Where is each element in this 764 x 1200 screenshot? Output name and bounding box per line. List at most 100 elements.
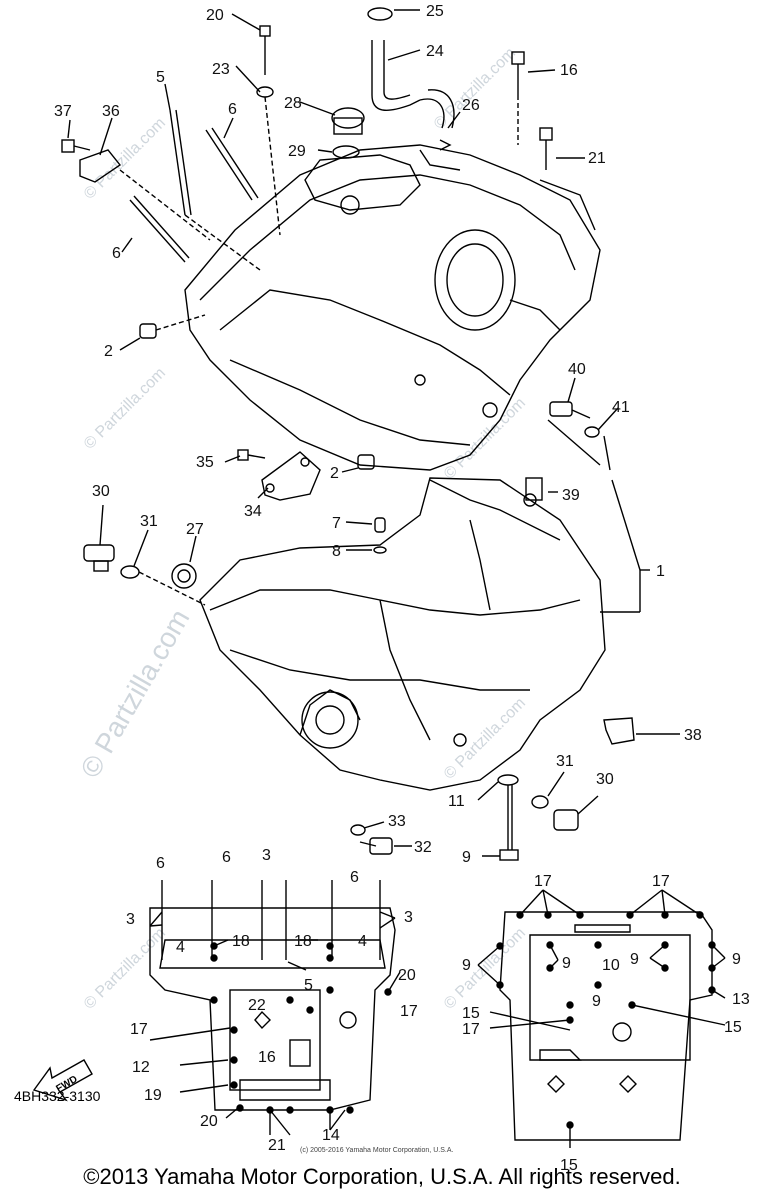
dowel-pin-2b <box>357 454 375 470</box>
callout-27: 27 <box>186 521 204 538</box>
callout-30: 30 <box>92 483 110 500</box>
callout-labels: 20 23 25 24 26 28 29 16 21 5 6 6 37 36 2… <box>54 3 750 1174</box>
callout-4: 4 <box>358 933 367 950</box>
callout-35: 35 <box>196 454 214 471</box>
callout-26: 26 <box>462 97 480 114</box>
dowel-pin-2a <box>139 314 206 339</box>
callout-23: 23 <box>212 61 230 78</box>
callout-6: 6 <box>228 101 237 118</box>
o-ring-31b <box>531 795 549 809</box>
callout-17: 17 <box>400 1003 418 1020</box>
callout-13: 13 <box>732 991 750 1008</box>
watermark-small: © Partzilla.com <box>81 365 169 453</box>
callout-15: 15 <box>560 1157 578 1174</box>
dowel-7 <box>374 517 386 533</box>
callout-18: 18 <box>232 933 250 950</box>
o-ring-8 <box>373 546 387 554</box>
callout-17: 17 <box>130 1021 148 1038</box>
callout-39: 39 <box>562 487 580 504</box>
callout-6: 6 <box>112 245 121 262</box>
callout-9: 9 <box>732 951 741 968</box>
callout-1: 1 <box>656 563 665 580</box>
callout-31: 31 <box>140 513 158 530</box>
plug-30b <box>553 809 579 831</box>
callout-41: 41 <box>612 399 630 416</box>
callout-24: 24 <box>426 43 444 60</box>
bracket-36 <box>79 149 211 241</box>
callout-9: 9 <box>630 951 639 968</box>
callout-25: 25 <box>426 3 444 20</box>
callout-14: 14 <box>322 1127 340 1144</box>
watermark-small: © Partzilla.com <box>441 395 529 483</box>
pipe-39 <box>525 477 543 501</box>
callout-2: 2 <box>104 343 113 360</box>
bolt-21 <box>539 127 553 170</box>
fwd-arrow-icon <box>32 1059 93 1102</box>
copyright-notice: ©2013 Yamaha Motor Corporation, U.S.A. A… <box>83 1164 681 1189</box>
callout-16: 16 <box>560 62 578 79</box>
callout-17: 17 <box>462 1021 480 1038</box>
callout-18: 18 <box>294 933 312 950</box>
callout-33: 33 <box>388 813 406 830</box>
callout-11: 11 <box>448 793 465 810</box>
plate-34 <box>261 451 321 501</box>
watermark-main: © Partzilla.com <box>74 604 195 783</box>
bearing-27 <box>171 563 197 589</box>
o-ring-31a <box>120 565 206 606</box>
callout-10: 10 <box>602 957 620 974</box>
stud-bolt-5 <box>169 109 261 271</box>
bolt-16 <box>511 51 525 145</box>
ref-leader-lines <box>149 889 726 1148</box>
callout-9: 9 <box>462 849 471 866</box>
o-ring-41 <box>584 426 600 438</box>
upper-crankcase <box>184 144 601 471</box>
callout-7: 7 <box>332 515 341 532</box>
callout-38: 38 <box>684 727 702 744</box>
callout-20: 20 <box>200 1113 218 1130</box>
callout-15: 15 <box>724 1019 742 1036</box>
callout-17: 17 <box>534 873 552 890</box>
bolt-11-9 <box>497 774 519 861</box>
small-copyright: (c) 2005-2016 Yamaha Motor Corporation, … <box>300 1147 454 1154</box>
plug-30a <box>83 544 115 572</box>
callout-32: 32 <box>414 839 432 856</box>
callout-6: 6 <box>156 855 165 872</box>
callout-16: 16 <box>258 1049 276 1066</box>
leader-lines <box>67 9 680 857</box>
callout-8: 8 <box>332 543 341 560</box>
figure-code: 4BH332-3130 <box>14 1088 101 1104</box>
callout-9: 9 <box>562 955 571 972</box>
bolt-37 <box>61 139 91 153</box>
watermark-small: © Partzilla.com <box>81 925 169 1013</box>
callout-2: 2 <box>330 465 339 482</box>
bolt-20 <box>259 25 271 75</box>
callout-5: 5 <box>156 69 165 86</box>
callout-6: 6 <box>350 869 359 886</box>
reference-view-lower <box>499 911 713 1141</box>
callout-3: 3 <box>126 911 135 928</box>
callout-34: 34 <box>244 503 262 520</box>
callout-21: 21 <box>268 1137 286 1154</box>
callout-15: 15 <box>462 1005 480 1022</box>
callout-21: 21 <box>588 150 606 167</box>
o-ring-33 <box>350 824 366 836</box>
callout-36: 36 <box>102 103 120 120</box>
bolt-35 <box>237 449 266 461</box>
callout-17: 17 <box>652 873 670 890</box>
callout-4: 4 <box>176 939 185 956</box>
callout-29: 29 <box>288 143 306 160</box>
callout-3: 3 <box>262 847 271 864</box>
plug-32 <box>359 837 393 855</box>
callout-12: 12 <box>132 1059 150 1076</box>
lower-crankcase <box>199 477 606 791</box>
callout-19: 19 <box>144 1087 162 1104</box>
callout-20: 20 <box>398 967 416 984</box>
stud-bolt-6b <box>129 195 190 263</box>
oil-filler-cap-28 <box>331 107 365 135</box>
bracket-38 <box>603 717 635 745</box>
watermark-small: © Partzilla.com <box>81 115 169 203</box>
callout-3: 3 <box>404 909 413 926</box>
callout-9: 9 <box>592 993 601 1010</box>
watermark-small: © Partzilla.com <box>441 925 529 1013</box>
